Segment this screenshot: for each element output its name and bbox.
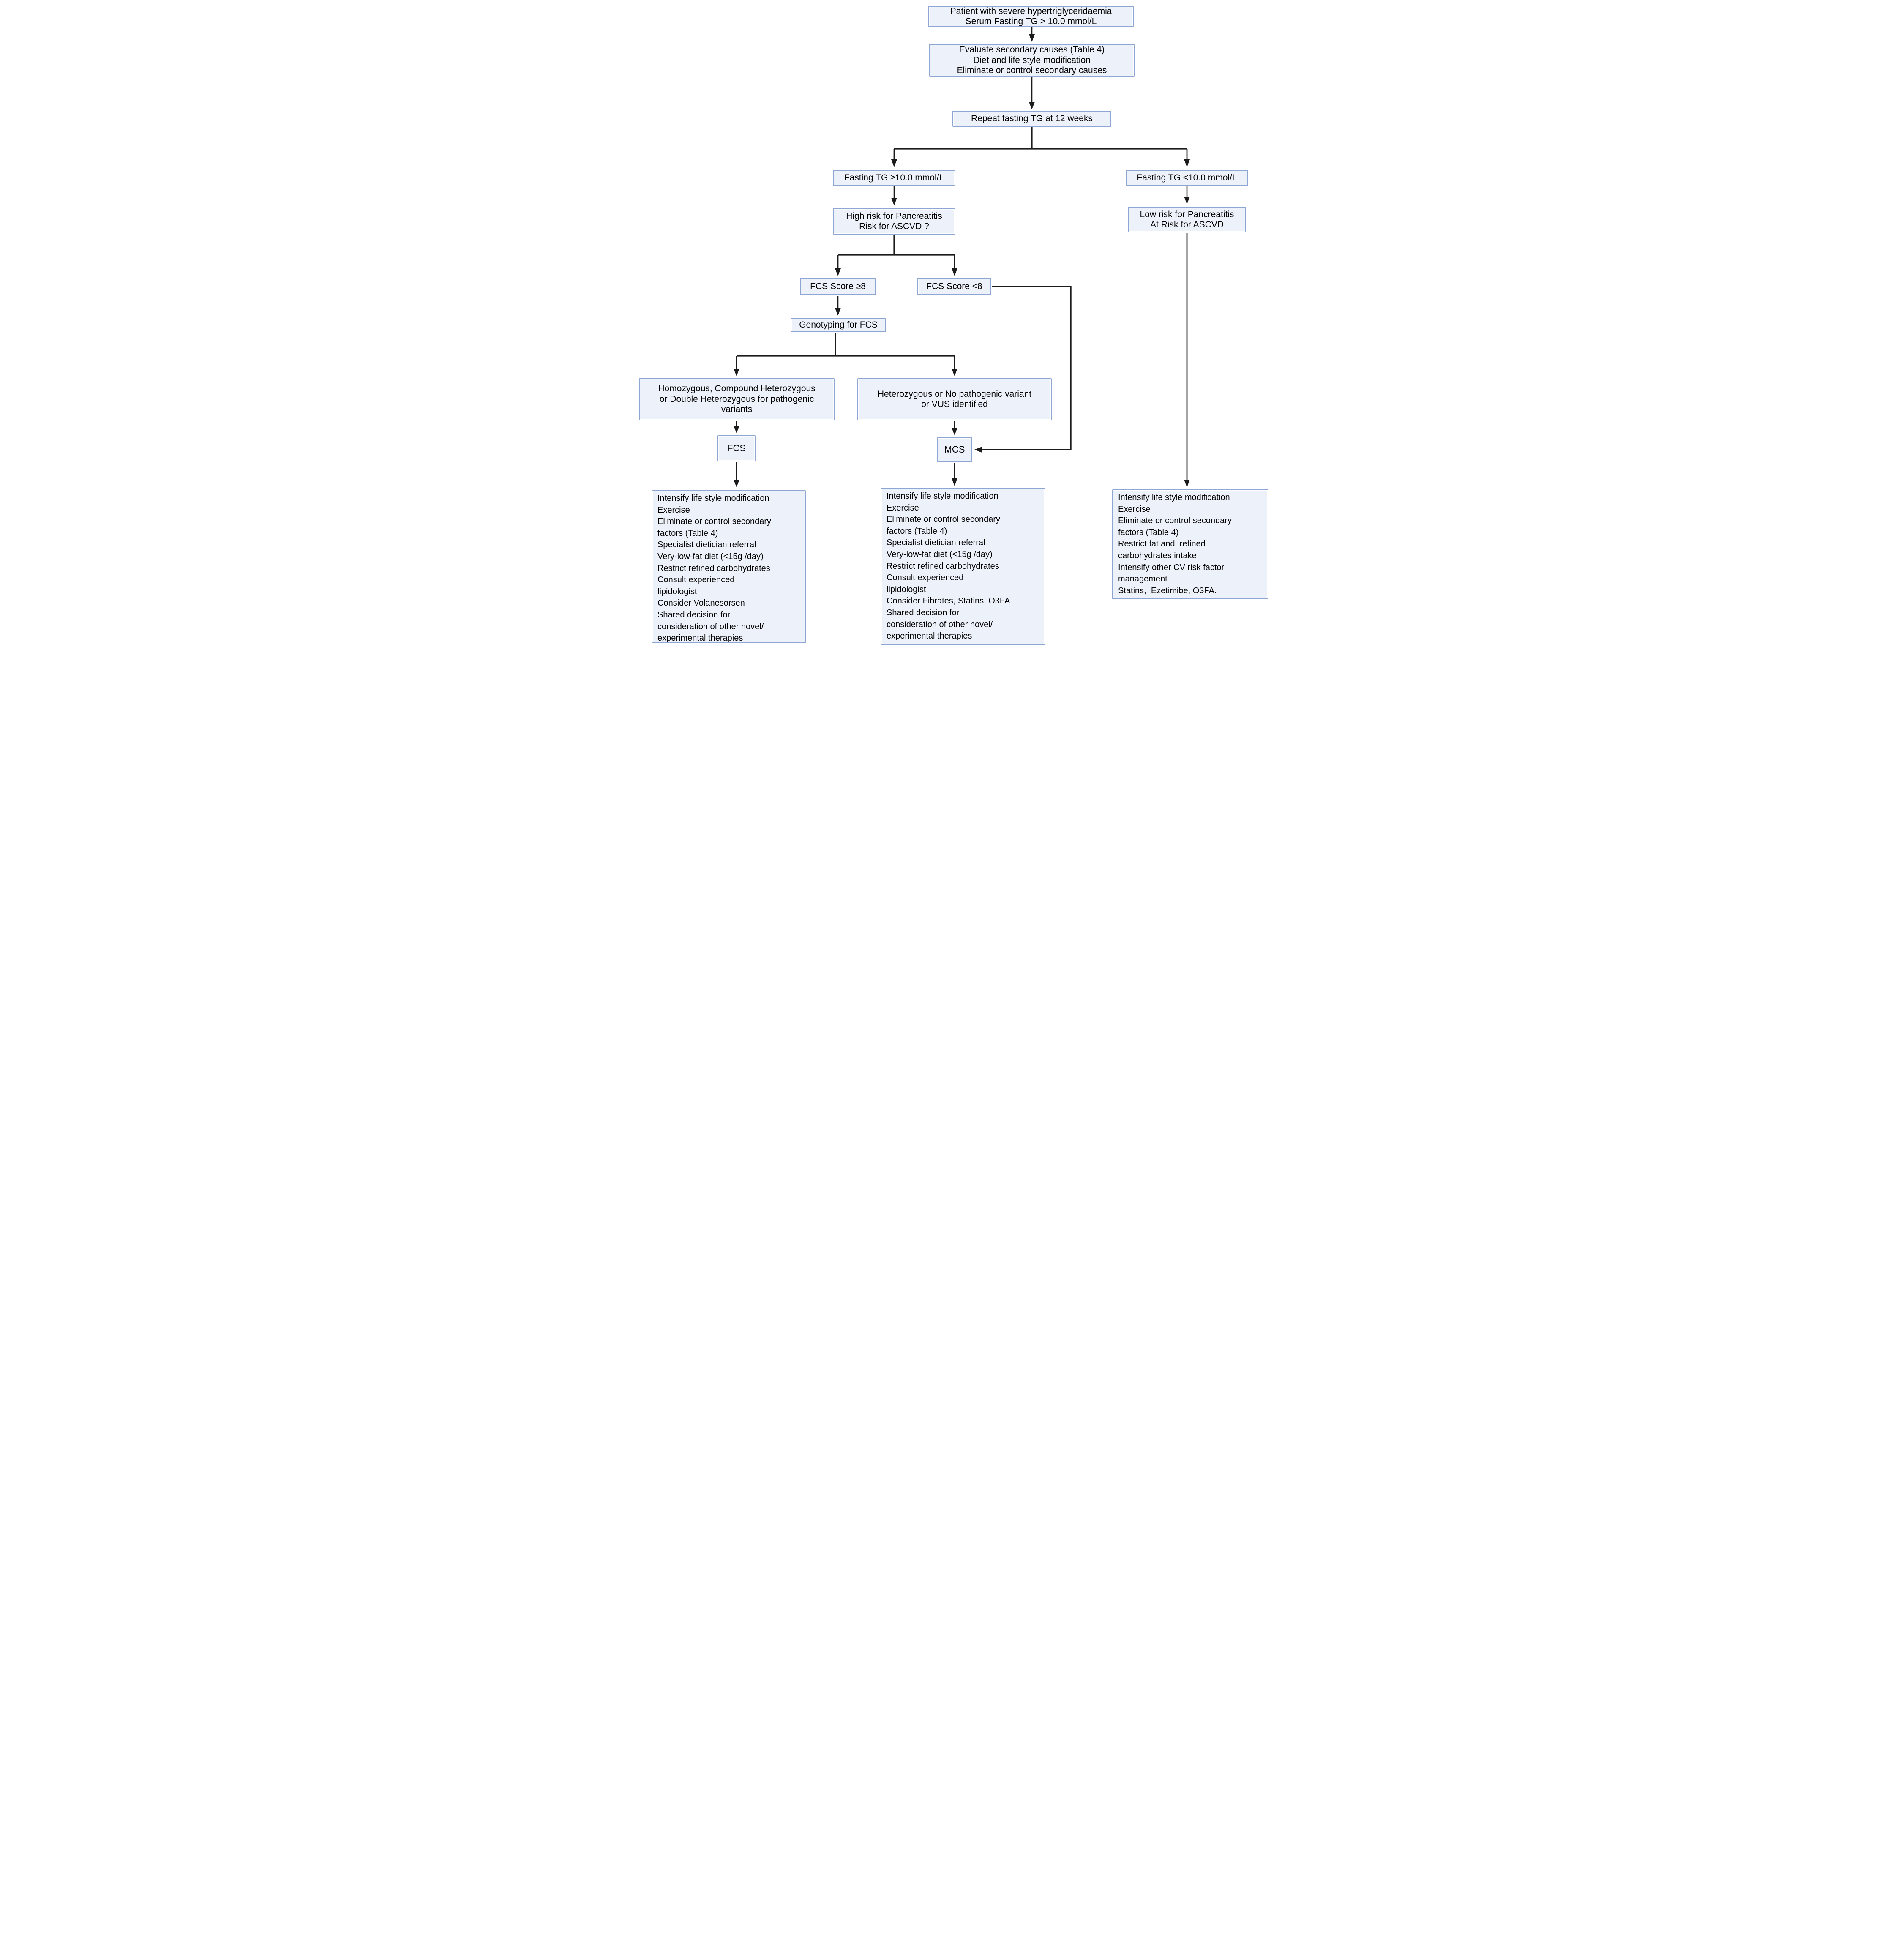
fcs-outcome-line: Specialist dietician referral	[657, 540, 756, 550]
mcs-outcome-line: Consult experienced	[887, 573, 964, 583]
mcs-outcome-line: Specialist dietician referral	[887, 538, 985, 548]
low-risk-line: At Risk for ASCVD	[1150, 220, 1224, 229]
evaluate-line: Eliminate or control secondary causes	[957, 66, 1107, 76]
mcs-outcome-line: lipidologist	[887, 584, 926, 594]
evaluate-secondary-causes-node: Evaluate secondary causes (Table 4) Diet…	[929, 44, 1135, 77]
fcs-outcome-line: experimental therapies	[657, 633, 743, 643]
connector-layer	[734, 27, 1190, 487]
route-fcs-lt8-to-mcs	[974, 286, 1072, 453]
low-risk-line: Low risk for Pancreatitis	[1140, 209, 1234, 219]
fcs-outcome-line: Restrict refined carbohydrates	[657, 563, 770, 573]
flowchart-canvas: Patient with severe hypertriglyceridaemi…	[635, 0, 1269, 647]
fcs-outcome-line: factors (Table 4)	[657, 528, 718, 538]
heterozygous-line: or VUS identified	[921, 399, 988, 409]
mcs-diagnosis-node: MCS	[937, 437, 972, 462]
genotyping-label: Genotyping for FCS	[799, 319, 878, 330]
evaluate-line: Diet and life style modification	[973, 55, 1091, 65]
homozygous-line: variants	[721, 404, 753, 415]
homozygous-line: or Double Heterozygous for pathogenic	[659, 394, 814, 404]
fcs-diagnosis-node: FCS	[717, 435, 756, 461]
fcs-outcome-line: consideration of other novel/	[657, 622, 764, 631]
evaluate-line: Evaluate secondary causes (Table 4)	[959, 45, 1105, 55]
low-outcome-line: Intensify life style modification	[1118, 493, 1230, 502]
low-outcome-line: Statins, Ezetimibe, O3FA.	[1118, 586, 1217, 595]
repeat-fasting-tg-node: Repeat fasting TG at 12 weeks	[952, 111, 1111, 127]
fcs-outcome-line: Eliminate or control secondary	[657, 517, 772, 527]
low-risk-management-outcome-node: Intensify life style modification Exerci…	[1112, 489, 1268, 599]
homozygous-line: Homozygous, Compound Heterozygous	[658, 384, 816, 394]
fcs-outcome-line: Intensify life style modification	[657, 494, 769, 503]
heterozygous-vus-node: Heterozygous or No pathogenic variant or…	[857, 378, 1052, 420]
fcs-outcome-line: Very-low-fat diet (<15g /day)	[657, 551, 764, 561]
low-outcome-line: Eliminate or control secondary	[1118, 516, 1232, 526]
high-risk-line: High risk for Pancreatitis	[846, 211, 942, 221]
mcs-outcome-line: Very-low-fat diet (<15g /day)	[887, 549, 993, 559]
fcs-score-ge8-node: FCS Score ≥8	[800, 278, 876, 295]
fcs-outcome-line: lipidologist	[657, 587, 697, 596]
patient-line: Serum Fasting TG > 10.0 mmol/L	[965, 16, 1097, 26]
fcs-score-lt8-node: FCS Score <8	[917, 278, 991, 295]
mcs-outcome-line: Eliminate or control secondary	[887, 515, 1001, 524]
fcs-outcome-line: Shared decision for	[657, 610, 731, 620]
mcs-outcome-line: factors (Table 4)	[887, 526, 947, 536]
fcs-ge8-label: FCS Score ≥8	[810, 281, 866, 291]
mcs-outcome-line: Shared decision for	[887, 608, 960, 617]
genotyping-for-fcs-node: Genotyping for FCS	[791, 318, 886, 332]
mcs-label: MCS	[944, 444, 965, 455]
low-outcome-line: management	[1118, 574, 1167, 584]
low-outcome-line: carbohydrates intake	[1118, 551, 1197, 560]
high-risk-line: Risk for ASCVD ?	[859, 221, 929, 231]
low-outcome-line: Exercise	[1118, 504, 1151, 514]
high-risk-pancreatitis-node: High risk for Pancreatitis Risk for ASCV…	[833, 208, 955, 235]
fcs-outcome-line: Exercise	[657, 505, 690, 515]
tg-high-label: Fasting TG ≥10.0 mmol/L	[844, 172, 944, 183]
mcs-outcome-line: Consider Fibrates, Statins, O3FA	[887, 596, 1010, 606]
low-outcome-line: factors (Table 4)	[1118, 527, 1179, 537]
low-risk-pancreatitis-node: Low risk for Pancreatitis At Risk for AS…	[1128, 207, 1246, 232]
mcs-outcome-line: Intensify life style modification	[887, 491, 998, 501]
low-outcome-line: Restrict fat and refined	[1118, 539, 1206, 549]
fasting-tg-low-node: Fasting TG <10.0 mmol/L	[1126, 170, 1248, 186]
fcs-outcome-line: Consult experienced	[657, 575, 735, 585]
tg-low-label: Fasting TG <10.0 mmol/L	[1137, 172, 1237, 183]
fasting-tg-high-node: Fasting TG ≥10.0 mmol/L	[833, 170, 955, 186]
mcs-management-outcome-node: Intensify life style modification Exerci…	[881, 488, 1045, 645]
fcs-management-outcome-node: Intensify life style modification Exerci…	[652, 490, 806, 643]
fcs-label: FCS	[727, 443, 746, 454]
mcs-outcome-line: experimental therapies	[887, 631, 972, 641]
patient-line: Patient with severe hypertriglyceridaemi…	[950, 6, 1112, 16]
fcs-outcome-line: Consider Volanesorsen	[657, 598, 745, 608]
fcs-lt8-label: FCS Score <8	[926, 281, 982, 291]
repeat-label: Repeat fasting TG at 12 weeks	[971, 113, 1093, 123]
mcs-outcome-line: Restrict refined carbohydrates	[887, 561, 999, 571]
mcs-outcome-line: consideration of other novel/	[887, 620, 993, 629]
patient-node: Patient with severe hypertriglyceridaemi…	[928, 6, 1134, 27]
heterozygous-line: Heterozygous or No pathogenic variant	[877, 389, 1032, 399]
homozygous-variants-node: Homozygous, Compound Heterozygous or Dou…	[639, 378, 835, 420]
mcs-outcome-line: Exercise	[887, 503, 919, 513]
low-outcome-line: Intensify other CV risk factor	[1118, 562, 1225, 572]
